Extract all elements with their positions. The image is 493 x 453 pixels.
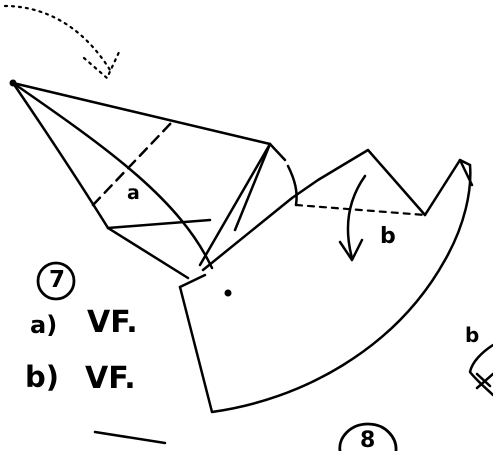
fold-label-a: a: [127, 182, 140, 204]
left-flap: [9, 79, 287, 280]
step-number-circle: [36, 261, 76, 301]
dotted-curve-arrow: [3, 4, 122, 80]
instruction-b-part: b): [25, 360, 60, 394]
fold-line-a: [91, 120, 174, 207]
next-step-number: 8: [360, 428, 376, 453]
bottom-left-stroke: [93, 430, 167, 445]
fold-label-b: b: [380, 224, 396, 249]
instruction-a-fold: VF.: [87, 305, 138, 340]
reference-dot-center: [224, 289, 232, 297]
next-step-partial-label: b: [465, 323, 480, 347]
fold-line-b: [294, 203, 427, 217]
fold-arrow-b: [338, 174, 367, 262]
next-step-number-circle: [338, 422, 398, 451]
step-number: 7: [49, 267, 66, 293]
instruction-a-part: a): [30, 311, 58, 339]
main-body: [178, 148, 474, 414]
next-step-partial-figure: [468, 343, 493, 397]
instruction-b-fold: VF.: [85, 361, 136, 396]
